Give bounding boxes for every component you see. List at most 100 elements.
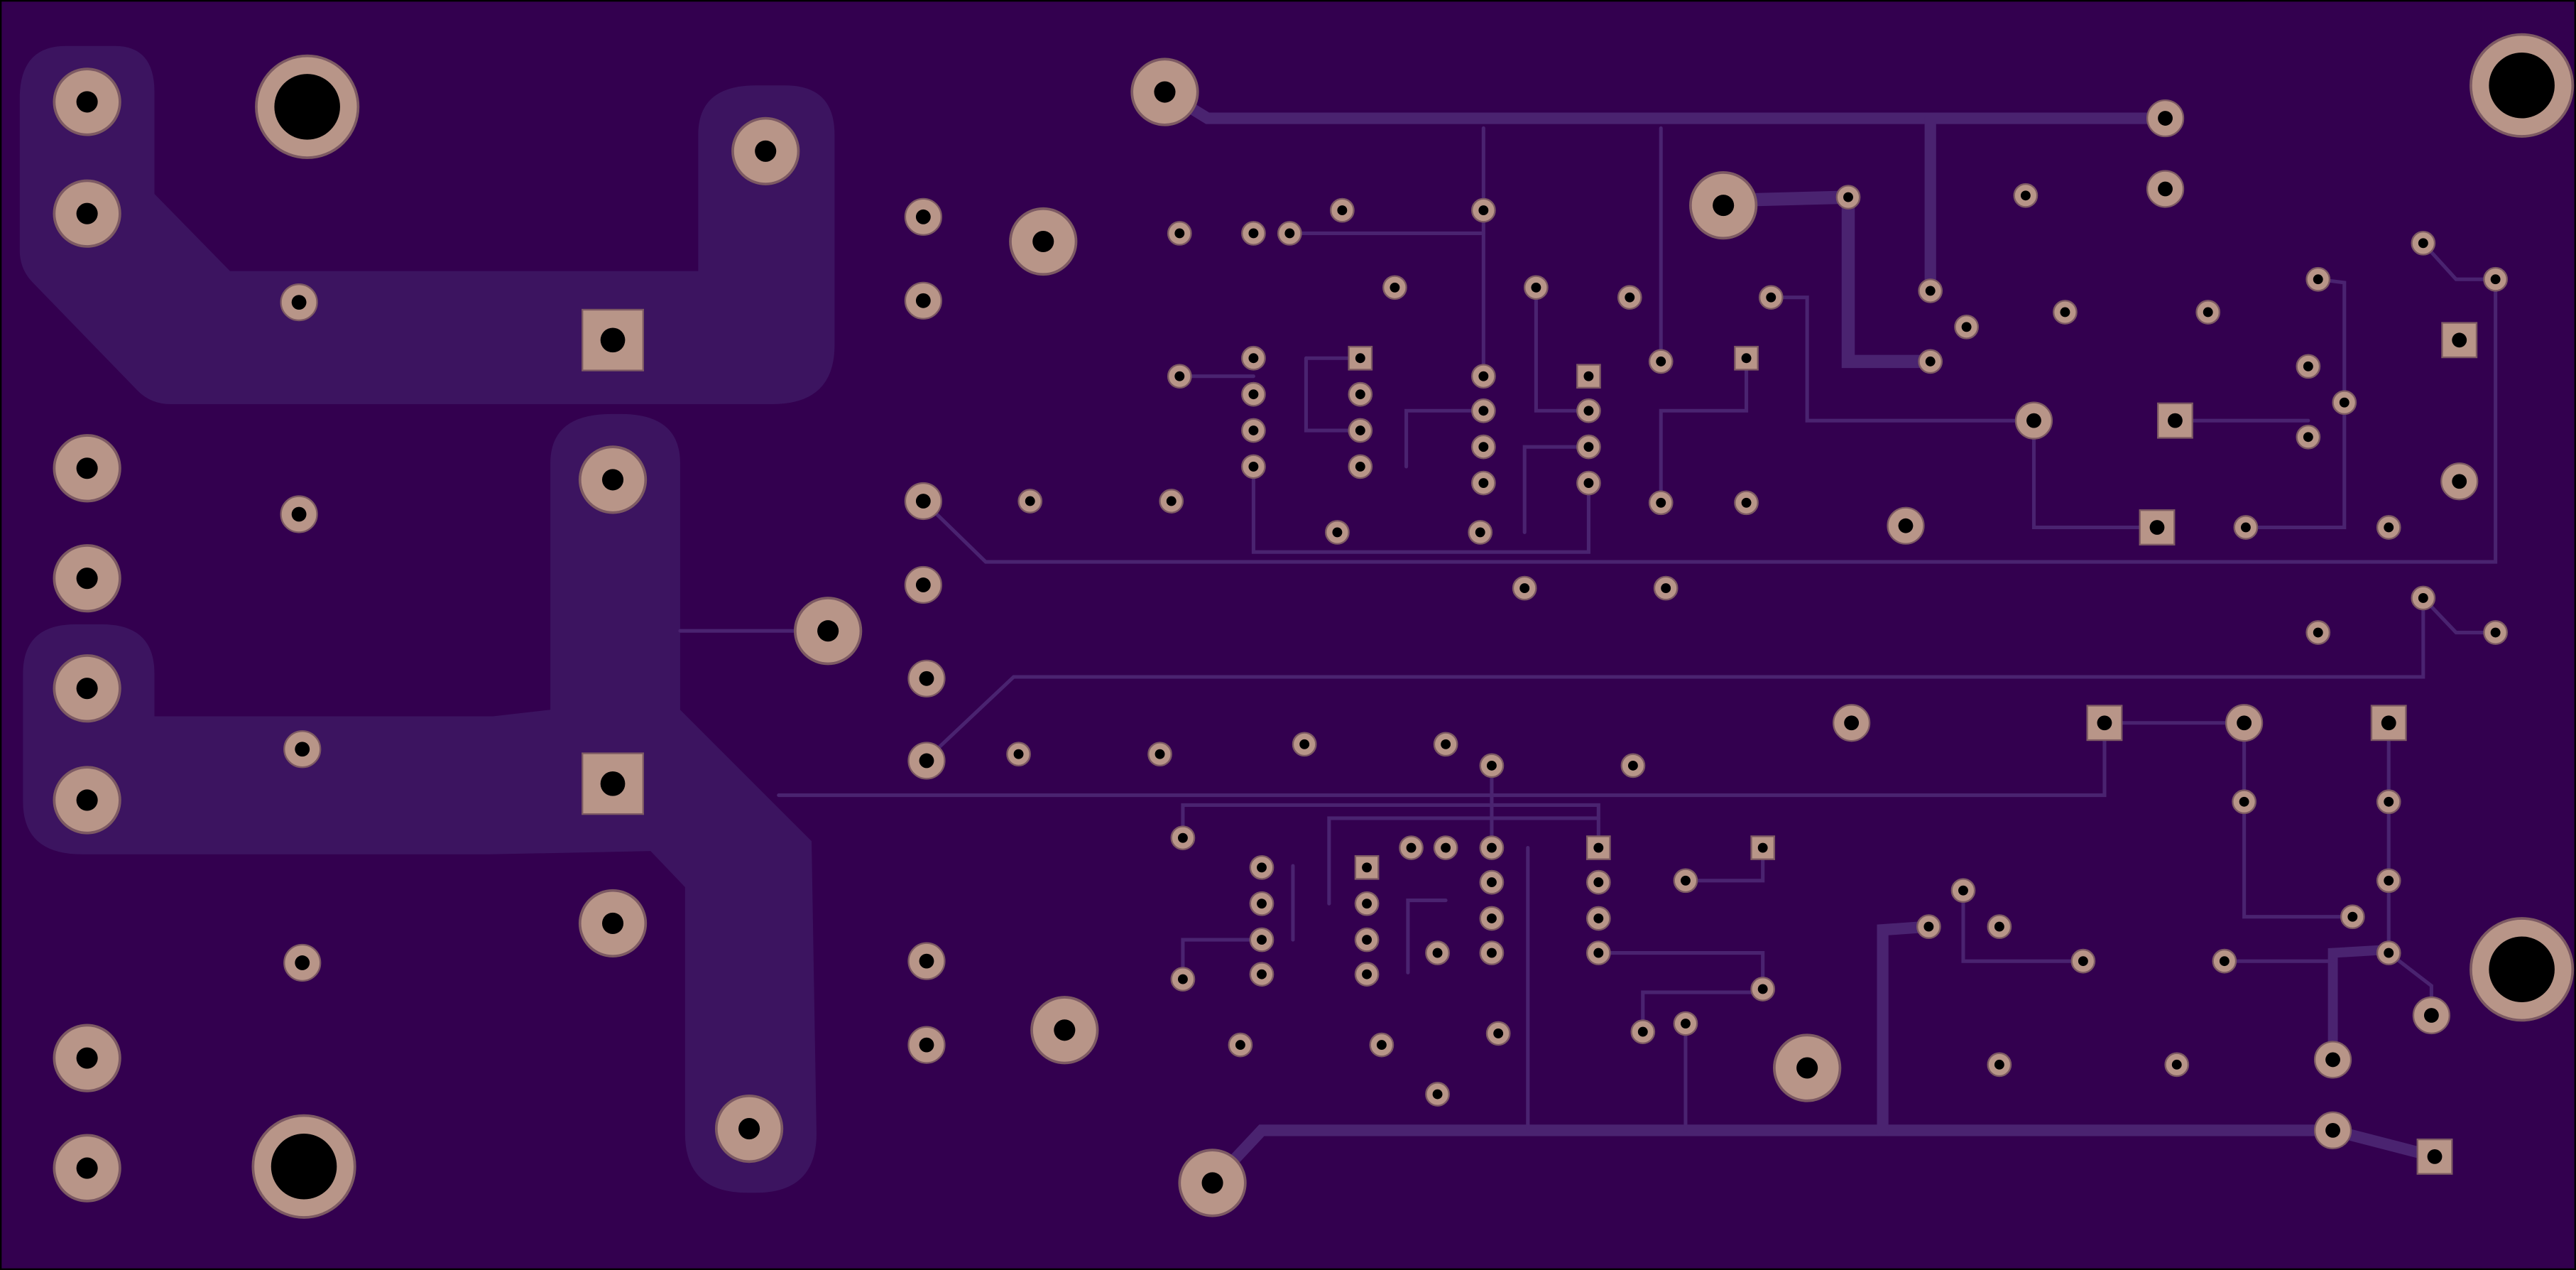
drill-hole <box>919 753 934 769</box>
drill-hole <box>1284 228 1295 239</box>
drill-hole <box>2239 796 2249 807</box>
drill-hole <box>1362 969 1372 979</box>
drill-hole <box>76 1047 98 1069</box>
drill-hole <box>1177 832 1188 843</box>
drill-hole <box>1843 192 1853 202</box>
drill-hole <box>291 506 307 522</box>
drill-hole <box>76 678 98 700</box>
drill-hole <box>1362 862 1372 873</box>
square-pad <box>2441 322 2478 359</box>
drill-hole <box>1299 739 1310 749</box>
drill-hole <box>1583 442 1594 452</box>
drill-hole <box>1174 228 1185 239</box>
drill-hole <box>1593 913 1604 923</box>
drill-hole <box>1177 974 1188 984</box>
pads-group <box>53 33 2575 1219</box>
drill-hole <box>2418 238 2428 249</box>
drill-hole <box>2489 53 2555 119</box>
drill-hole <box>1994 1059 2004 1070</box>
drill-hole <box>1958 885 1968 896</box>
drill-hole <box>2158 111 2173 126</box>
drill-hole <box>1625 292 1635 303</box>
drill-hole <box>1257 935 1267 945</box>
drill-hole <box>1519 583 1530 594</box>
drill-hole <box>2168 413 2183 428</box>
drill-hole <box>1337 205 1348 216</box>
drill-hole <box>1013 749 1024 759</box>
signal-trace <box>1534 286 1590 413</box>
drill-hole <box>1355 425 1365 435</box>
drill-hole <box>2313 274 2323 285</box>
signal-trace <box>1659 356 1749 505</box>
signal-trace <box>2421 241 2498 281</box>
signal-trace <box>2421 596 2498 635</box>
drill-hole <box>1637 1026 1648 1037</box>
drill-hole <box>919 953 934 969</box>
square-pad <box>1354 854 1380 880</box>
drill-hole <box>2427 1149 2443 1164</box>
drill-hole <box>1432 948 1443 958</box>
power-trace-bottom <box>1206 1124 2441 1189</box>
drill-hole <box>2219 956 2230 967</box>
signal-trace <box>1769 295 2036 423</box>
drill-hole <box>76 1157 98 1179</box>
drill-hole <box>1390 282 1400 293</box>
drill-hole <box>1593 877 1604 888</box>
drill-hole <box>915 577 931 592</box>
drill-hole <box>2381 715 2396 731</box>
drill-hole <box>1478 478 1489 488</box>
drill-hole <box>2418 593 2428 603</box>
drill-hole <box>2384 522 2394 533</box>
drill-hole <box>76 457 98 479</box>
power-traces <box>1159 86 2441 1189</box>
signal-trace <box>1404 408 1485 469</box>
drill-hole <box>1257 899 1267 909</box>
signal-trace <box>924 596 2425 761</box>
drill-hole <box>1257 862 1267 873</box>
drill-hole <box>738 1118 760 1140</box>
drill-hole <box>1796 1057 1818 1079</box>
signal-trace <box>1181 938 1264 982</box>
drill-hole <box>600 327 626 353</box>
drill-hole <box>1166 496 1177 506</box>
drill-hole <box>2347 911 2358 922</box>
drill-hole <box>1475 527 1485 538</box>
drill-hole <box>1713 195 1735 217</box>
drill-hole <box>1661 583 1671 594</box>
drill-hole <box>1025 496 1035 506</box>
drill-hole <box>1257 969 1267 979</box>
drill-hole <box>76 91 98 113</box>
signal-trace <box>777 721 2107 798</box>
drill-hole <box>1583 478 1594 488</box>
signal-trace <box>1406 899 1448 975</box>
drill-hole <box>1844 715 1860 731</box>
drill-hole <box>2237 715 2252 731</box>
drill-hole <box>2240 522 2251 533</box>
drill-hole <box>76 568 98 590</box>
drill-hole <box>1248 228 1259 239</box>
drill-hole <box>1741 497 1752 508</box>
drill-hole <box>601 912 624 934</box>
drill-hole <box>1593 842 1604 853</box>
drill-hole <box>2490 274 2501 285</box>
power-trace-loop <box>1716 190 1937 369</box>
drill-hole <box>1680 875 1691 886</box>
drill-hole <box>1961 322 1972 332</box>
drill-hole <box>2490 627 2501 638</box>
drill-hole <box>1493 1028 1504 1038</box>
drill-hole <box>1486 877 1497 888</box>
drill-hole <box>1583 371 1594 381</box>
drill-hole <box>600 771 626 796</box>
drill-hole <box>1441 842 1451 853</box>
drill-hole <box>1376 1040 1387 1051</box>
drill-hole <box>1362 935 1372 945</box>
drill-hole <box>1235 1040 1245 1051</box>
drill-hole <box>1486 842 1497 853</box>
signal-trace <box>1522 445 1590 534</box>
drill-hole <box>1486 948 1497 958</box>
drill-hole <box>2060 307 2070 318</box>
drill-hole <box>1478 406 1489 416</box>
